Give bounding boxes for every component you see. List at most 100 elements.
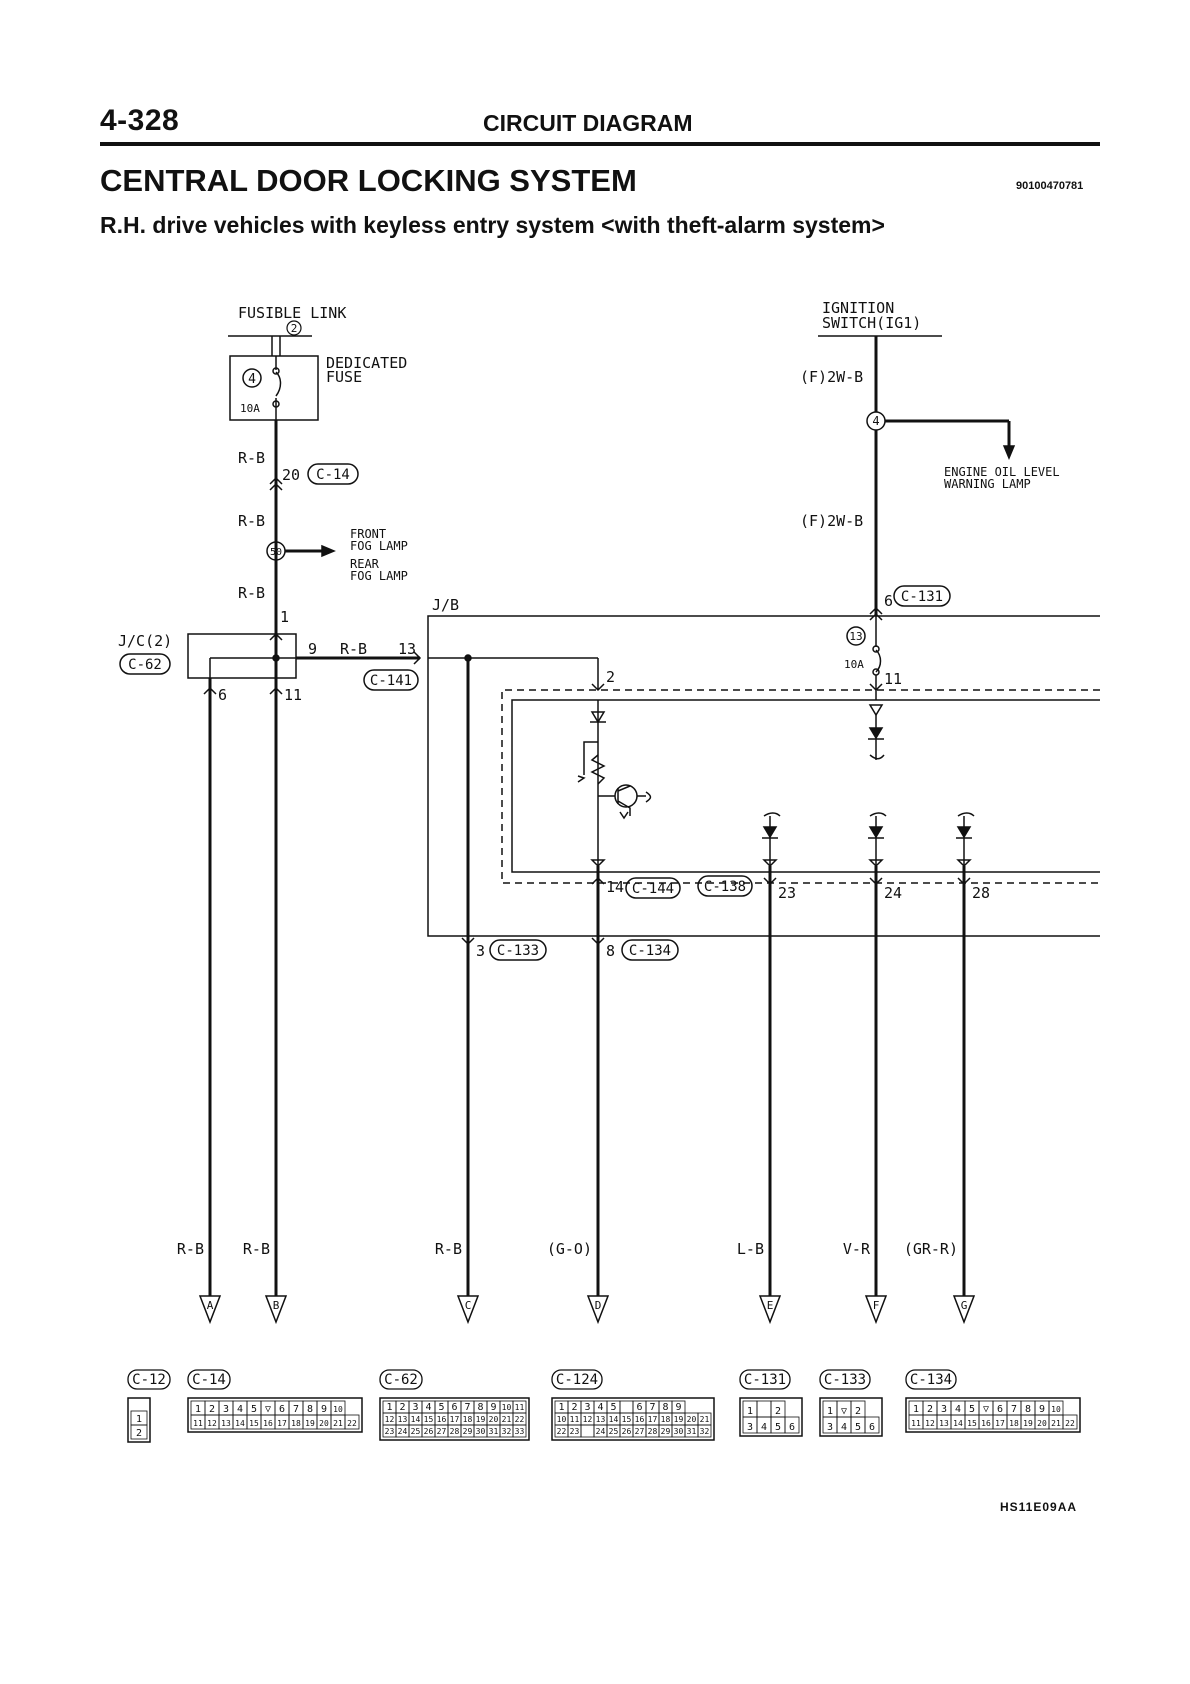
output-terminal-letter: E (767, 1299, 774, 1312)
connector-pin-number: 11 (911, 1419, 921, 1428)
connector-pin-number: 21 (1051, 1419, 1061, 1428)
diode-28-input (957, 812, 975, 817)
internal-diode-2 (590, 711, 606, 724)
connector-pin-number: 1 (386, 1402, 392, 1413)
label-junction-4: 4 (872, 414, 879, 428)
connector-pin-number: 30 (476, 1427, 486, 1436)
diode-24 (868, 826, 884, 839)
fuse-number-circle (242, 368, 262, 388)
label-conn-c14: C-14 (316, 467, 350, 483)
fuse-13-terminal-top (872, 645, 880, 653)
jb-pin2-mark (591, 683, 605, 692)
connector-pin-number: 22 (515, 1415, 525, 1424)
connector-pin-number: 2 (571, 1402, 577, 1413)
internal-resistor (583, 741, 606, 785)
page-title: CENTRAL DOOR LOCKING SYSTEM (100, 163, 637, 198)
connector-pin-number: 14 (235, 1419, 245, 1428)
fuse-terminal-top (272, 367, 280, 375)
connector-pin-number: 9 (1039, 1404, 1045, 1415)
diode-23 (762, 826, 778, 839)
connector-pin-number: 2 (136, 1428, 142, 1439)
connector-face-label: C-133 (824, 1372, 866, 1388)
connector-face-badge (905, 1369, 957, 1390)
connector-pin-number: 2 (855, 1406, 861, 1417)
connector-pin-number: 22 (1065, 1419, 1075, 1428)
connector-c131-mark (869, 606, 883, 621)
label-fuse-13-10a: 10A (844, 658, 864, 671)
connector-pin-number: 4 (237, 1404, 243, 1415)
connector-pin-number: 18 (291, 1419, 301, 1428)
label-pin-8: 8 (606, 942, 615, 960)
connector-face-body (379, 1397, 530, 1441)
connector-pin-number: 19 (674, 1415, 684, 1424)
label-pin-3: 3 (476, 942, 485, 960)
label-conn-c133: C-133 (497, 943, 539, 959)
header-rule (100, 142, 1100, 146)
connector-c141-badge (363, 669, 419, 691)
connector-pin-number: 9 (321, 1404, 327, 1415)
fuse-4-symbol (275, 356, 282, 420)
output-wire-label: R-B (177, 1240, 204, 1258)
connector-pin-number: 3 (584, 1402, 590, 1413)
connector-pin-number: 20 (687, 1415, 697, 1424)
label-front-fog-2: FOG LAMP (350, 539, 408, 553)
label-conn-c62: C-62 (128, 657, 162, 673)
connector-pin-number: 18 (661, 1415, 671, 1424)
connector-pin-number: 29 (661, 1427, 671, 1436)
output-arrow-terminal (198, 1295, 222, 1325)
connector-pin-number: 20 (489, 1415, 499, 1424)
connector-face-label: C-12 (132, 1372, 166, 1388)
label-fuse-10a: 10A (240, 402, 260, 415)
connector-pin-number: 1 (827, 1406, 833, 1417)
connector-pin-number: 3 (941, 1404, 947, 1415)
connector-pin-number: 5 (969, 1404, 975, 1415)
connector-face-badge (819, 1369, 871, 1390)
connector-pin-number: 32 (700, 1427, 710, 1436)
pin23-mark (763, 877, 777, 886)
connector-pin-number: 12 (925, 1419, 935, 1428)
connector-face-body (187, 1397, 363, 1433)
label-pin-23: 23 (778, 884, 796, 902)
connector-pin-number: 27 (437, 1427, 447, 1436)
connector-face-label: C-14 (192, 1372, 226, 1388)
connector-pin-number: 33 (515, 1427, 525, 1436)
fusible-link-number-circle (286, 320, 302, 336)
connector-pin-number: 31 (687, 1427, 697, 1436)
control-unit-dashed-boundary (501, 689, 1100, 884)
connector-pin-number: 6 (279, 1404, 285, 1415)
label-wire-rb-3: R-B (238, 584, 265, 602)
connector-pin-cell (784, 1416, 800, 1434)
arrow-28 (956, 859, 972, 868)
connector-pin-number: 12 (385, 1415, 395, 1424)
internal-transistor-leads (598, 785, 652, 816)
arrow-24 (868, 859, 884, 868)
pin3-mark (461, 937, 475, 946)
connector-pin-number: 8 (307, 1404, 313, 1415)
connector-c62-badge (119, 653, 171, 675)
label-joint-connector: J/C(2) (118, 632, 172, 650)
connector-pin-number: 6 (869, 1422, 875, 1433)
connector-pin-number: 9 (490, 1402, 496, 1413)
label-pin-2: 2 (606, 668, 615, 686)
connector-face-label: C-131 (744, 1372, 786, 1388)
connector-pin-number: 20 (319, 1419, 329, 1428)
connector-pin-number: 23 (570, 1427, 580, 1436)
connector-pin-number: 2 (399, 1402, 405, 1413)
connector-pin-number: 26 (424, 1427, 434, 1436)
connector-pin-cell (619, 1400, 634, 1414)
connector-pin-number: 26 (622, 1427, 632, 1436)
connector-pin-number: 1 (558, 1402, 564, 1413)
connector-pin-number: 21 (333, 1419, 343, 1428)
output-terminal-letter: A (207, 1299, 214, 1312)
connector-face-badge (379, 1369, 423, 1390)
output-terminal-letter: B (273, 1299, 280, 1312)
pin28-mark (957, 877, 971, 886)
label-pin-24: 24 (884, 884, 902, 902)
output-wire-label: (GR-R) (904, 1240, 958, 1258)
connector-pin-number: 1 (136, 1414, 142, 1425)
label-pin-11-jb: 11 (884, 670, 902, 688)
label-rear-fog: REAR (350, 557, 380, 571)
label-pin-1: 1 (280, 608, 289, 626)
output-terminal-letter: G (961, 1299, 968, 1312)
